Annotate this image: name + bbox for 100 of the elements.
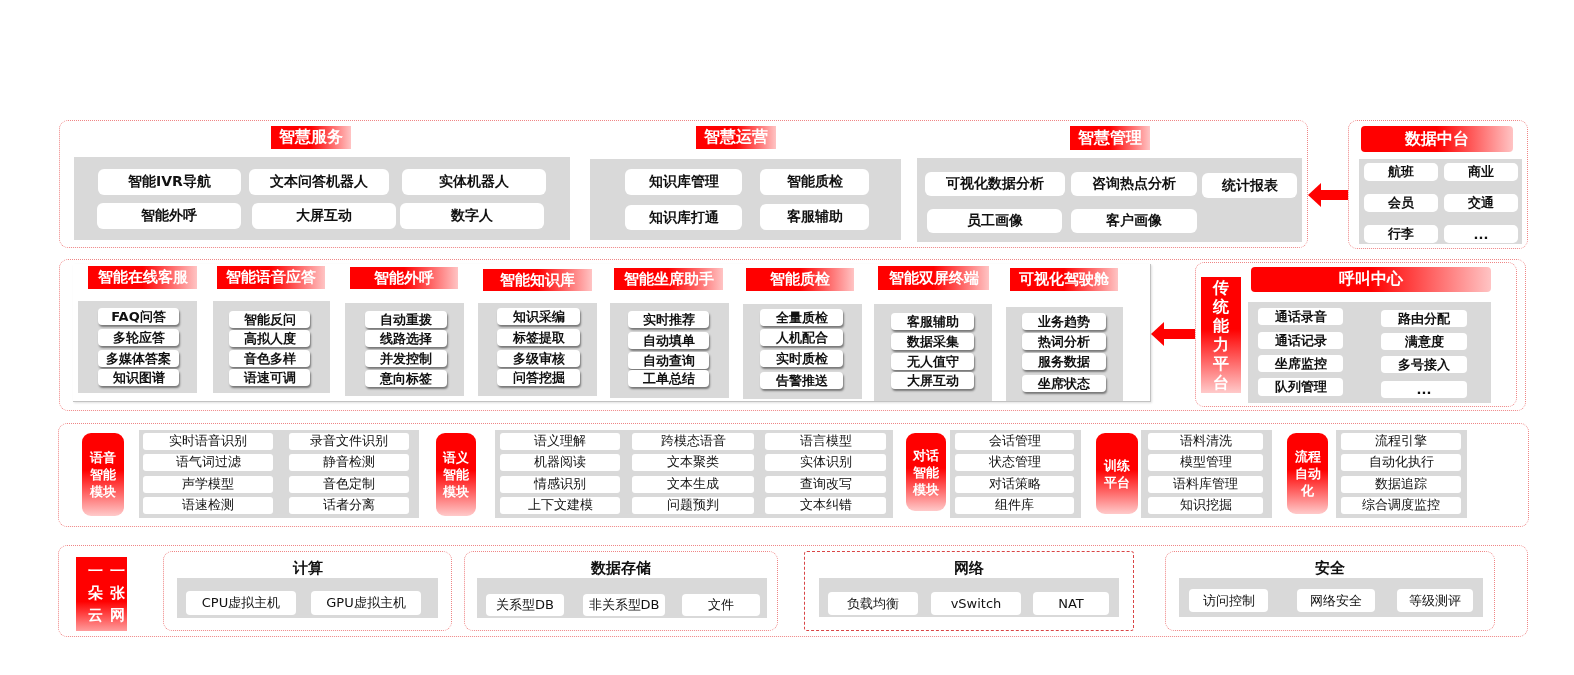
feature-box: 智能质检: [760, 169, 869, 195]
feature-box: 语速检测: [143, 497, 273, 514]
feature-box: 可视化数据分析: [925, 172, 1065, 196]
feature-box: 统计报表: [1202, 173, 1297, 198]
feature-box: 多号接入: [1381, 356, 1467, 373]
feature-box: 商业: [1444, 163, 1518, 181]
feature-box: 问题预判: [632, 497, 754, 514]
feature-box: 实时推荐: [628, 311, 709, 328]
group-title: 数据存储: [590, 557, 652, 579]
feature-box: 坐席监控: [1258, 355, 1343, 372]
feature-box: 意向标签: [365, 370, 447, 387]
section-heading: 智能在线客服: [88, 266, 197, 289]
section-heading: 传统能力平台: [1201, 277, 1241, 393]
feature-box: 对话策略: [955, 476, 1074, 493]
feature-box: 文件: [682, 594, 760, 616]
feature-box: 跨模态语音: [632, 433, 754, 450]
feature-box: 实体机器人: [402, 169, 546, 195]
feature-box: 多级审核: [497, 350, 580, 367]
feature-box: 告警推送: [760, 372, 843, 389]
feature-box: 综合调度监控: [1341, 497, 1461, 514]
feature-box: 队列管理: [1258, 378, 1343, 396]
feature-box: 工单总结: [628, 370, 709, 387]
arrow: [1151, 322, 1195, 346]
feature-box: 通话记录: [1258, 332, 1343, 349]
feature-box: 非关系型DB: [583, 594, 665, 616]
feature-box: 会员: [1364, 194, 1438, 212]
feature-box: 人机配合: [760, 329, 843, 346]
feature-box: 文本问答机器人: [249, 169, 389, 195]
feature-box: FAQ问答: [98, 308, 179, 325]
feature-box: 关系型DB: [486, 594, 564, 616]
vertical-text: 一张网: [108, 561, 126, 626]
feature-box: 大屏互动: [252, 203, 396, 229]
feature-box: ...: [1444, 225, 1518, 243]
section-heading: 智能语音应答: [217, 266, 325, 289]
feature-box: 无人值守: [891, 353, 974, 370]
feature-box: 语料清洗: [1148, 433, 1263, 450]
section-heading: 对话智能模块: [906, 433, 946, 511]
feature-box: 情感识别: [500, 476, 620, 493]
feature-box: ...: [1381, 381, 1467, 398]
feature-box: 查询改写: [765, 476, 886, 493]
feature-box: 数据追踪: [1341, 476, 1461, 493]
feature-box: 模型管理: [1148, 454, 1263, 471]
section-heading: 流程自动化: [1287, 433, 1328, 514]
feature-box: 行李: [1364, 225, 1438, 243]
section-heading: 训练平台: [1096, 433, 1138, 514]
section-heading: 智慧运营: [696, 126, 776, 149]
feature-box: 业务趋势: [1022, 313, 1106, 330]
feature-box: 文本纠错: [765, 497, 886, 514]
feature-box: 客服辅助: [891, 313, 974, 330]
arrow: [1308, 183, 1348, 207]
vertical-text: 一朵云: [86, 561, 104, 626]
feature-box: 航班: [1364, 163, 1438, 181]
feature-box: 实体识别: [765, 454, 886, 471]
feature-box: 声学模型: [143, 476, 273, 493]
feature-box: 录音文件识别: [289, 433, 409, 450]
feature-box: 客服辅助: [760, 204, 869, 230]
feature-box: 数字人: [400, 203, 544, 229]
feature-box: 服务数据: [1022, 353, 1106, 370]
feature-box: 访问控制: [1189, 589, 1268, 612]
feature-box: 上下文建模: [500, 497, 620, 514]
feature-box: 负载均衡: [828, 592, 918, 615]
feature-box: 知识库打通: [625, 205, 742, 230]
feature-box: 自动填单: [628, 332, 709, 349]
feature-box: 员工画像: [927, 209, 1062, 233]
feature-box: 智能外呼: [97, 203, 241, 229]
feature-box: 问答挖掘: [497, 369, 580, 386]
feature-box: 标签提取: [497, 329, 580, 346]
feature-box: 智能IVR导航: [98, 169, 241, 195]
feature-box: GPU虚拟主机: [311, 591, 421, 615]
feature-box: 话者分离: [289, 497, 409, 514]
feature-box: 知识图谱: [98, 369, 179, 386]
title-block: [76, 557, 127, 631]
section-heading: 数据中台: [1361, 126, 1513, 152]
section-heading: 智能双屏终端: [878, 266, 989, 290]
section-heading: 可视化驾驶舱: [1010, 268, 1118, 291]
feature-box: 语料库管理: [1148, 476, 1263, 493]
feature-box: 流程引擎: [1341, 433, 1461, 450]
feature-box: NAT: [1033, 592, 1109, 615]
feature-box: 状态管理: [955, 454, 1074, 471]
feature-box: 交通: [1444, 194, 1518, 212]
feature-box: 线路选择: [365, 330, 447, 347]
feature-box: 自动化执行: [1341, 454, 1461, 471]
section-heading: 语音智能模块: [82, 433, 124, 516]
section-heading: 智能知识库: [483, 269, 592, 291]
feature-box: 自动重拨: [365, 311, 447, 328]
feature-box: 热词分析: [1022, 333, 1106, 350]
feature-box: CPU虚拟主机: [186, 591, 296, 615]
feature-box: 音色多样: [229, 350, 310, 367]
feature-box: 路由分配: [1381, 310, 1467, 327]
feature-box: 音色定制: [289, 476, 409, 493]
feature-box: 高拟人度: [229, 330, 310, 347]
feature-box: 多媒体答案: [98, 350, 179, 367]
group-frame: [804, 551, 1134, 631]
section-heading: 呼叫中心: [1251, 267, 1491, 292]
feature-box: 语气词过滤: [143, 454, 273, 471]
group-title: 网络: [953, 557, 985, 579]
section-heading: 智能外呼: [350, 267, 458, 289]
feature-box: 坐席状态: [1022, 375, 1106, 392]
section-heading: 语义智能模块: [436, 433, 476, 516]
feature-box: 全量质检: [760, 309, 843, 326]
